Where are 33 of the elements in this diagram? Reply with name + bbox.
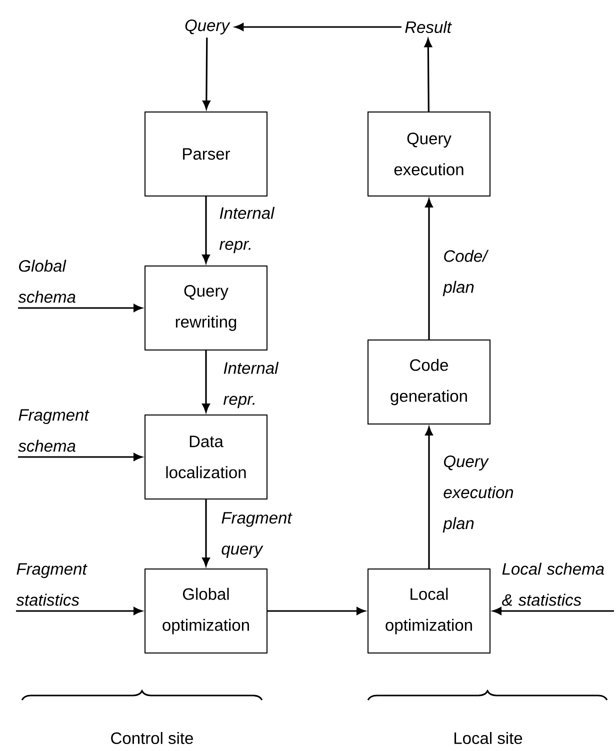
- process-box: Local optimization: [368, 568, 490, 654]
- process-box: Parser: [144, 112, 268, 196]
- arrow: [202, 38, 210, 110]
- process-box: Query execution: [368, 112, 490, 196]
- flow-label: Result: [405, 20, 452, 34]
- arrow: [202, 350, 210, 412]
- site-label: Control site: [111, 732, 193, 744]
- process-box: Data localization: [144, 414, 268, 500]
- arrow: [425, 426, 433, 568]
- arrow: [16, 607, 142, 615]
- edge-label: Code/ plan: [442, 250, 489, 296]
- input-label: Fragment schema: [18, 409, 90, 452]
- edge-label: Internal repr.: [223, 362, 279, 408]
- site-label: Local site: [454, 732, 522, 744]
- arrow: [492, 607, 614, 615]
- edge-label: Query execution plan: [442, 456, 514, 532]
- arrow: [268, 607, 366, 615]
- process-box: Code generation: [368, 340, 490, 424]
- process-box: Query rewriting: [144, 266, 268, 350]
- edge-label: Internal repr.: [219, 206, 275, 254]
- arrow: [234, 23, 402, 31]
- arrow: [18, 304, 142, 312]
- arrow: [424, 38, 432, 112]
- edge-label: Fragment query: [222, 512, 292, 558]
- arrow: [18, 453, 142, 461]
- arrow: [202, 500, 210, 566]
- input-label: Fragment statistics: [16, 563, 88, 606]
- input-label: Global schema: [18, 260, 76, 303]
- arrow: [425, 198, 433, 340]
- input-label: Local schema & statistics: [502, 562, 604, 606]
- process-box: Global optimization: [144, 568, 268, 654]
- flow-label: Query: [185, 20, 230, 34]
- arrow: [202, 196, 210, 264]
